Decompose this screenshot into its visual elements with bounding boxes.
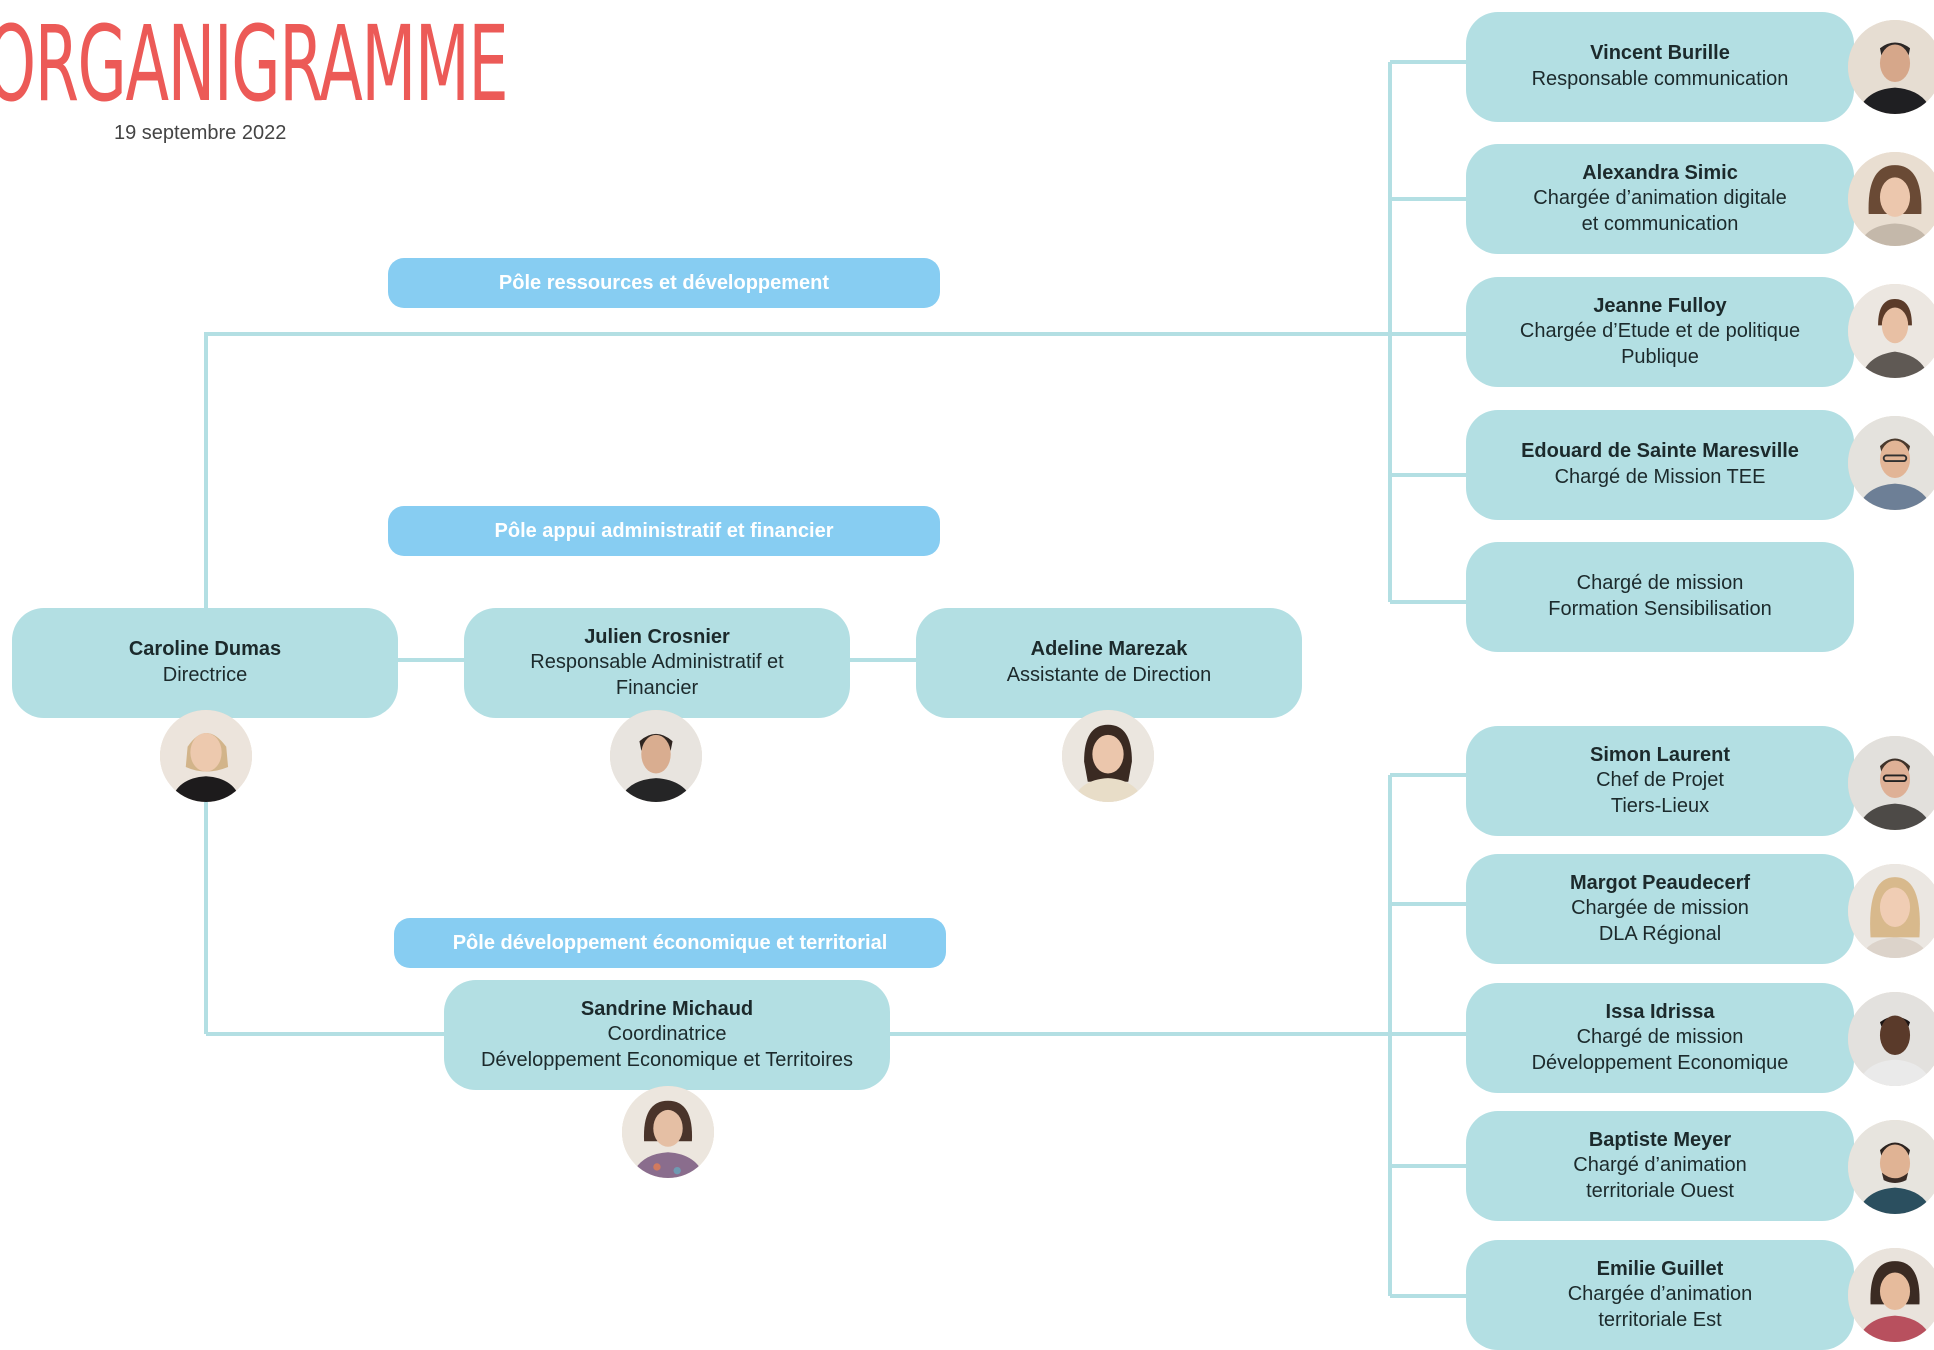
avatar-issa-idrissa bbox=[1848, 992, 1934, 1086]
person-role: Chargé de mission Formation Sensibilisat… bbox=[1548, 572, 1772, 620]
person-name: Alexandra Simic bbox=[1582, 161, 1738, 184]
avatar-edouard-de-sainte-maresville bbox=[1848, 416, 1934, 510]
person-name: Adeline Marezak bbox=[1030, 638, 1188, 661]
person-role: Responsable Administratif et Financier bbox=[530, 651, 784, 699]
avatar-margot-peaudecerf bbox=[1848, 864, 1934, 958]
card-emilie-guillet: Emilie Guillet Chargée d’animation terri… bbox=[1466, 1240, 1854, 1350]
person-role: Chargée d’animation territoriale Est bbox=[1567, 1283, 1753, 1331]
person-role: Chargée d’animation digitale et communic… bbox=[1533, 187, 1787, 235]
person-name: Sandrine Michaud bbox=[580, 997, 754, 1020]
person-role: Chargée d’Etude et de politique Publique bbox=[1519, 320, 1801, 368]
person-role: Chargé d’animation territoriale Ouest bbox=[1573, 1154, 1747, 1202]
person-role: Assistante de Direction bbox=[1006, 664, 1212, 686]
person-name: Edouard de Sainte Maresville bbox=[1521, 440, 1799, 463]
person-role: Chargé de mission Développement Economiq… bbox=[1531, 1026, 1789, 1074]
card-edouard-de-sainte-maresville: Edouard de Sainte Maresville Chargé de M… bbox=[1466, 410, 1854, 520]
person-role: Coordinatrice Développement Economique e… bbox=[480, 1023, 854, 1071]
card-adeline-marezak: Adeline Marezak Assistante de Direction bbox=[916, 608, 1302, 718]
card-vincent-burille: Vincent Burille Responsable communicatio… bbox=[1466, 12, 1854, 122]
person-role: Directrice bbox=[162, 664, 248, 686]
person-name: Issa Idrissa bbox=[1605, 1000, 1715, 1023]
avatar-baptiste-meyer bbox=[1848, 1120, 1934, 1214]
avatar-emilie-guillet bbox=[1848, 1248, 1934, 1342]
card-simon-laurent: Simon Laurent Chef de Projet Tiers-Lieux bbox=[1466, 726, 1854, 836]
avatar-sandrine-michaud bbox=[622, 1086, 714, 1178]
person-name: Baptiste Meyer bbox=[1588, 1128, 1732, 1151]
card-margot-peaudecerf: Margot Peaudecerf Chargée de mission DLA… bbox=[1466, 854, 1854, 964]
card-jeanne-fulloy: Jeanne Fulloy Chargée d’Etude et de poli… bbox=[1466, 277, 1854, 387]
card-baptiste-meyer: Baptiste Meyer Chargé d’animation territ… bbox=[1466, 1111, 1854, 1221]
avatar-jeanne-fulloy bbox=[1848, 284, 1934, 378]
avatar-simon-laurent bbox=[1848, 736, 1934, 830]
card-julien-crosnier: Julien Crosnier Responsable Administrati… bbox=[464, 608, 850, 718]
person-name: Emilie Guillet bbox=[1596, 1257, 1724, 1280]
person-name: Caroline Dumas bbox=[128, 638, 282, 661]
person-role: Responsable communication bbox=[1531, 68, 1789, 90]
card-sandrine-michaud: Sandrine Michaud Coordinatrice Développe… bbox=[444, 980, 890, 1090]
person-name: Jeanne Fulloy bbox=[1593, 294, 1727, 317]
person-role: Chargée de mission DLA Régional bbox=[1571, 897, 1749, 945]
pole-economique-label: Pôle développement économique et territo… bbox=[394, 918, 946, 968]
card-caroline-dumas: Caroline Dumas Directrice bbox=[12, 608, 398, 718]
card-alexandra-simic: Alexandra Simic Chargée d’animation digi… bbox=[1466, 144, 1854, 254]
person-name: Julien Crosnier bbox=[584, 625, 730, 648]
avatar-vincent-burille bbox=[1848, 20, 1934, 114]
avatar-julien-crosnier bbox=[610, 710, 702, 802]
person-name: Margot Peaudecerf bbox=[1569, 871, 1751, 894]
person-name: Vincent Burille bbox=[1590, 42, 1730, 65]
avatar-caroline-dumas bbox=[160, 710, 252, 802]
page-title: ORGANIGRAMME bbox=[0, 3, 509, 125]
card-issa-idrissa: Issa Idrissa Chargé de mission Développe… bbox=[1466, 983, 1854, 1093]
person-role: Chargé de Mission TEE bbox=[1554, 466, 1766, 488]
page-date: 19 septembre 2022 bbox=[114, 122, 287, 144]
avatar-adeline-marezak bbox=[1062, 710, 1154, 802]
card-formation-sensibilisation: Chargé de mission Formation Sensibilisat… bbox=[1466, 542, 1854, 652]
pole-administratif-label: Pôle appui administratif et financier bbox=[388, 506, 940, 556]
person-name: Simon Laurent bbox=[1589, 743, 1730, 766]
person-role: Chef de Projet Tiers-Lieux bbox=[1596, 769, 1724, 817]
avatar-alexandra-simic bbox=[1848, 152, 1934, 246]
pole-ressources-label: Pôle ressources et développement bbox=[388, 258, 940, 308]
